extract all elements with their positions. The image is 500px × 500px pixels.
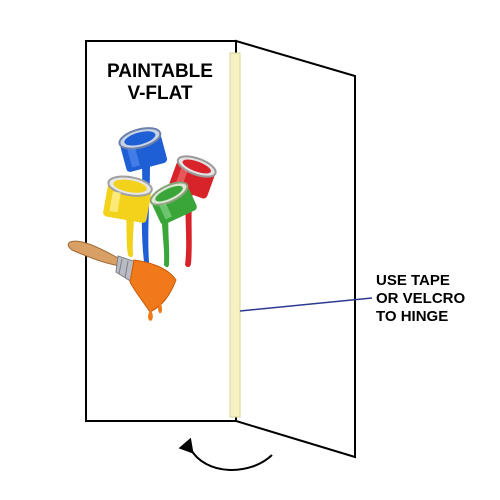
paintbrush-icon xyxy=(67,240,177,321)
left-panel xyxy=(85,40,237,422)
callout-line-1: USE TAPE xyxy=(376,272,450,289)
title-line-1: PAINTABLE xyxy=(107,61,213,82)
callout-line-2: OR VELCRO xyxy=(376,290,466,307)
title-line-2: V-FLAT xyxy=(127,83,192,104)
right-panel xyxy=(235,39,356,459)
paint-cans-icon xyxy=(103,127,217,268)
hinge-tape xyxy=(229,52,241,418)
callout-line-3: TO HINGE xyxy=(376,308,448,325)
callout-leader-line xyxy=(239,297,373,312)
curved-arrow-icon xyxy=(178,437,273,471)
